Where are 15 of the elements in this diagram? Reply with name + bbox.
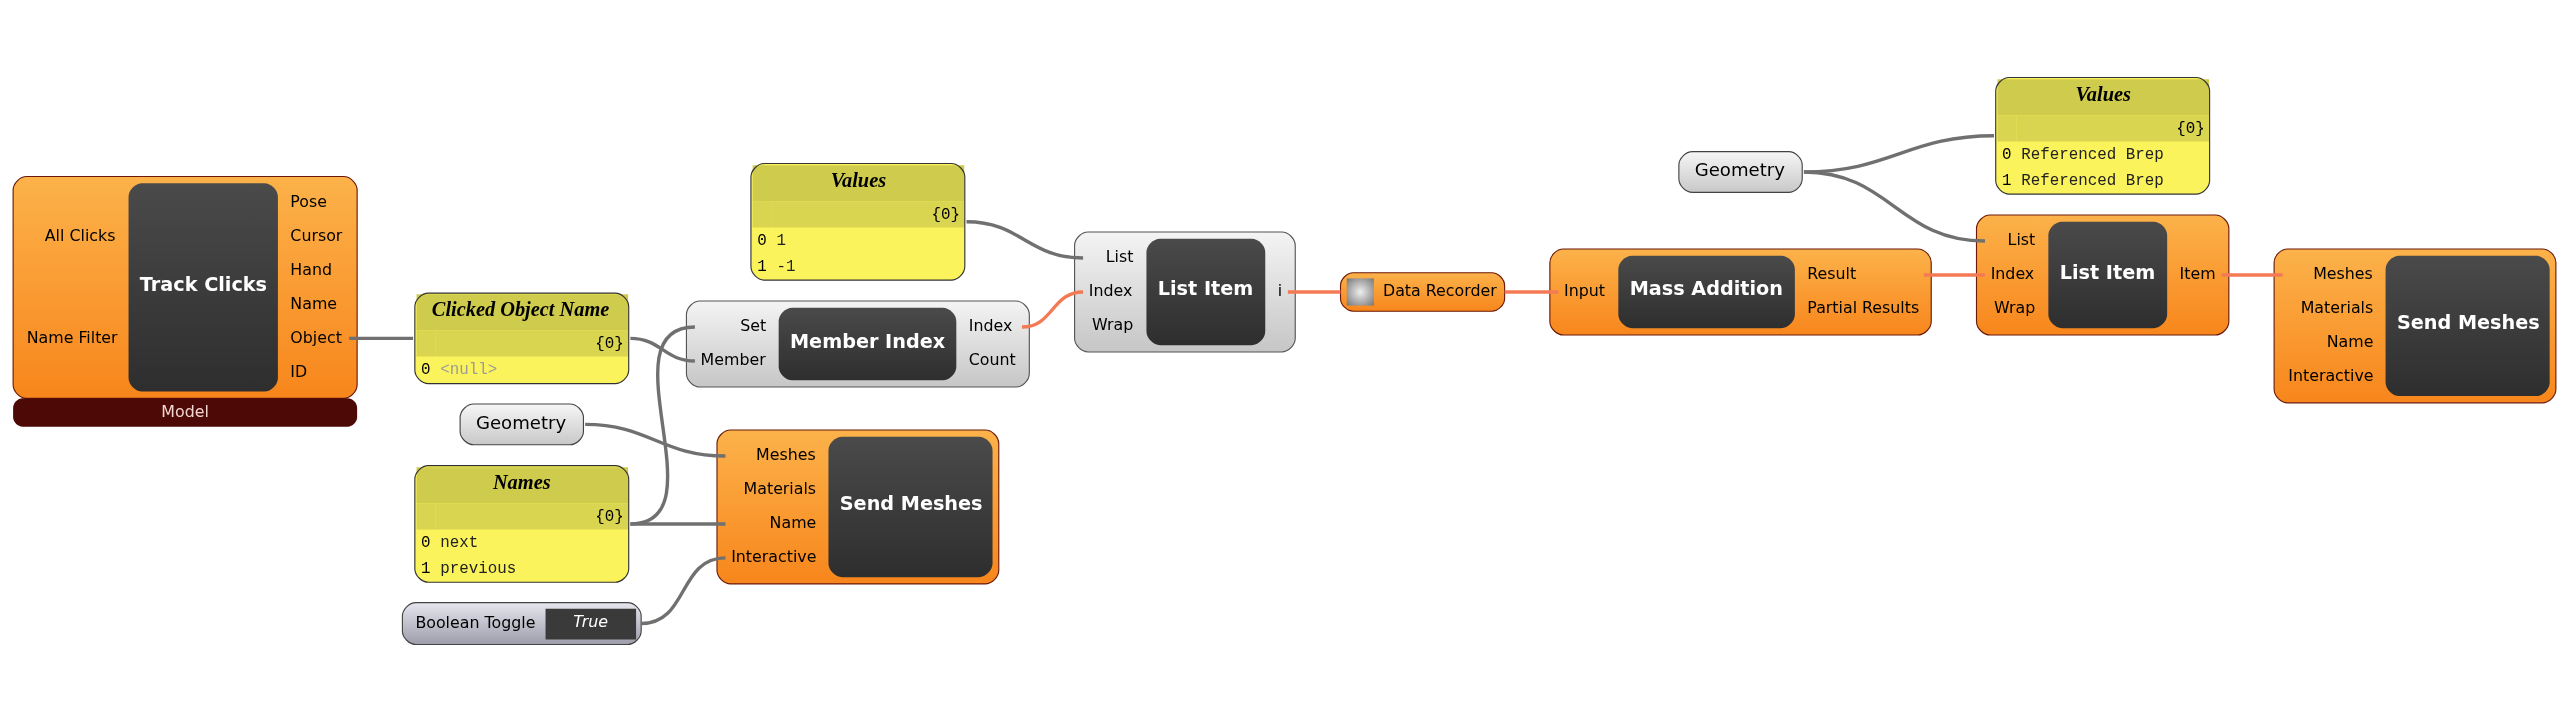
connector [640, 556, 726, 626]
connector [1021, 290, 1084, 329]
connector [1923, 273, 1985, 277]
connector [1803, 170, 1986, 243]
connector [1287, 290, 1341, 294]
node-box: Geometry [1678, 151, 1803, 193]
connector [2221, 273, 2283, 277]
connector [630, 522, 726, 526]
connector [630, 336, 696, 363]
connector [966, 220, 1084, 260]
connector [630, 325, 696, 526]
connector [349, 336, 414, 341]
node-box: Geometry [459, 403, 584, 446]
connector [1504, 290, 1559, 294]
connector [585, 422, 726, 458]
